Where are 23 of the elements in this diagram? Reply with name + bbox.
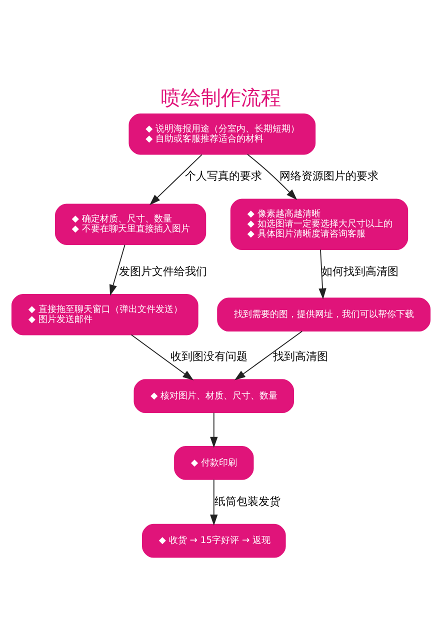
arrow: [130, 334, 194, 380]
arrow: [109, 244, 126, 296]
edge-label: 网络资源图片的要求: [279, 169, 378, 182]
node-box: ◆ 付款印刷: [174, 446, 254, 480]
edge-label: 收到图没有问题: [170, 350, 248, 363]
diagram-title: 喷绘制作流程: [161, 84, 281, 109]
node-box: ◆ 核对图片、材质、尺寸、数量: [134, 378, 294, 413]
node-box: ◆ 直接拖至聊天窗口（弹出文件发送） ◆ 图片发送邮件: [11, 293, 198, 335]
arrow: [234, 330, 303, 380]
edge-label: 发图片文件给我们: [119, 264, 208, 278]
arrow: [210, 478, 218, 526]
arrow: [150, 154, 202, 205]
arrow: [210, 412, 218, 448]
node-box: ◆ 收货 → 15字好评 → 返现: [142, 523, 286, 558]
arrow: [247, 153, 298, 200]
edge-label: 纸筒包装发货: [214, 494, 280, 508]
edge-label: 个人写真的要求: [185, 169, 262, 182]
node-box: ◆ 说明海报用途（分室内、长期短期） ◆ 自助或客服推荐适合的材料: [128, 113, 316, 154]
node-box: 找到需要的图，提供网址，我们可以帮你下载: [217, 297, 431, 332]
node-box: ◆ 确定材质、尺寸、数量 ◆ 不要在聊天里直接插入图片: [54, 203, 206, 244]
arrow: [318, 248, 326, 299]
node-box: ◆ 像素越高越清晰 ◆ 如选图请一定要选择大尺寸以上的 ◆ 具体图片清晰度请咨询客服: [230, 198, 408, 250]
edge-label: 找到高清图: [272, 350, 328, 363]
